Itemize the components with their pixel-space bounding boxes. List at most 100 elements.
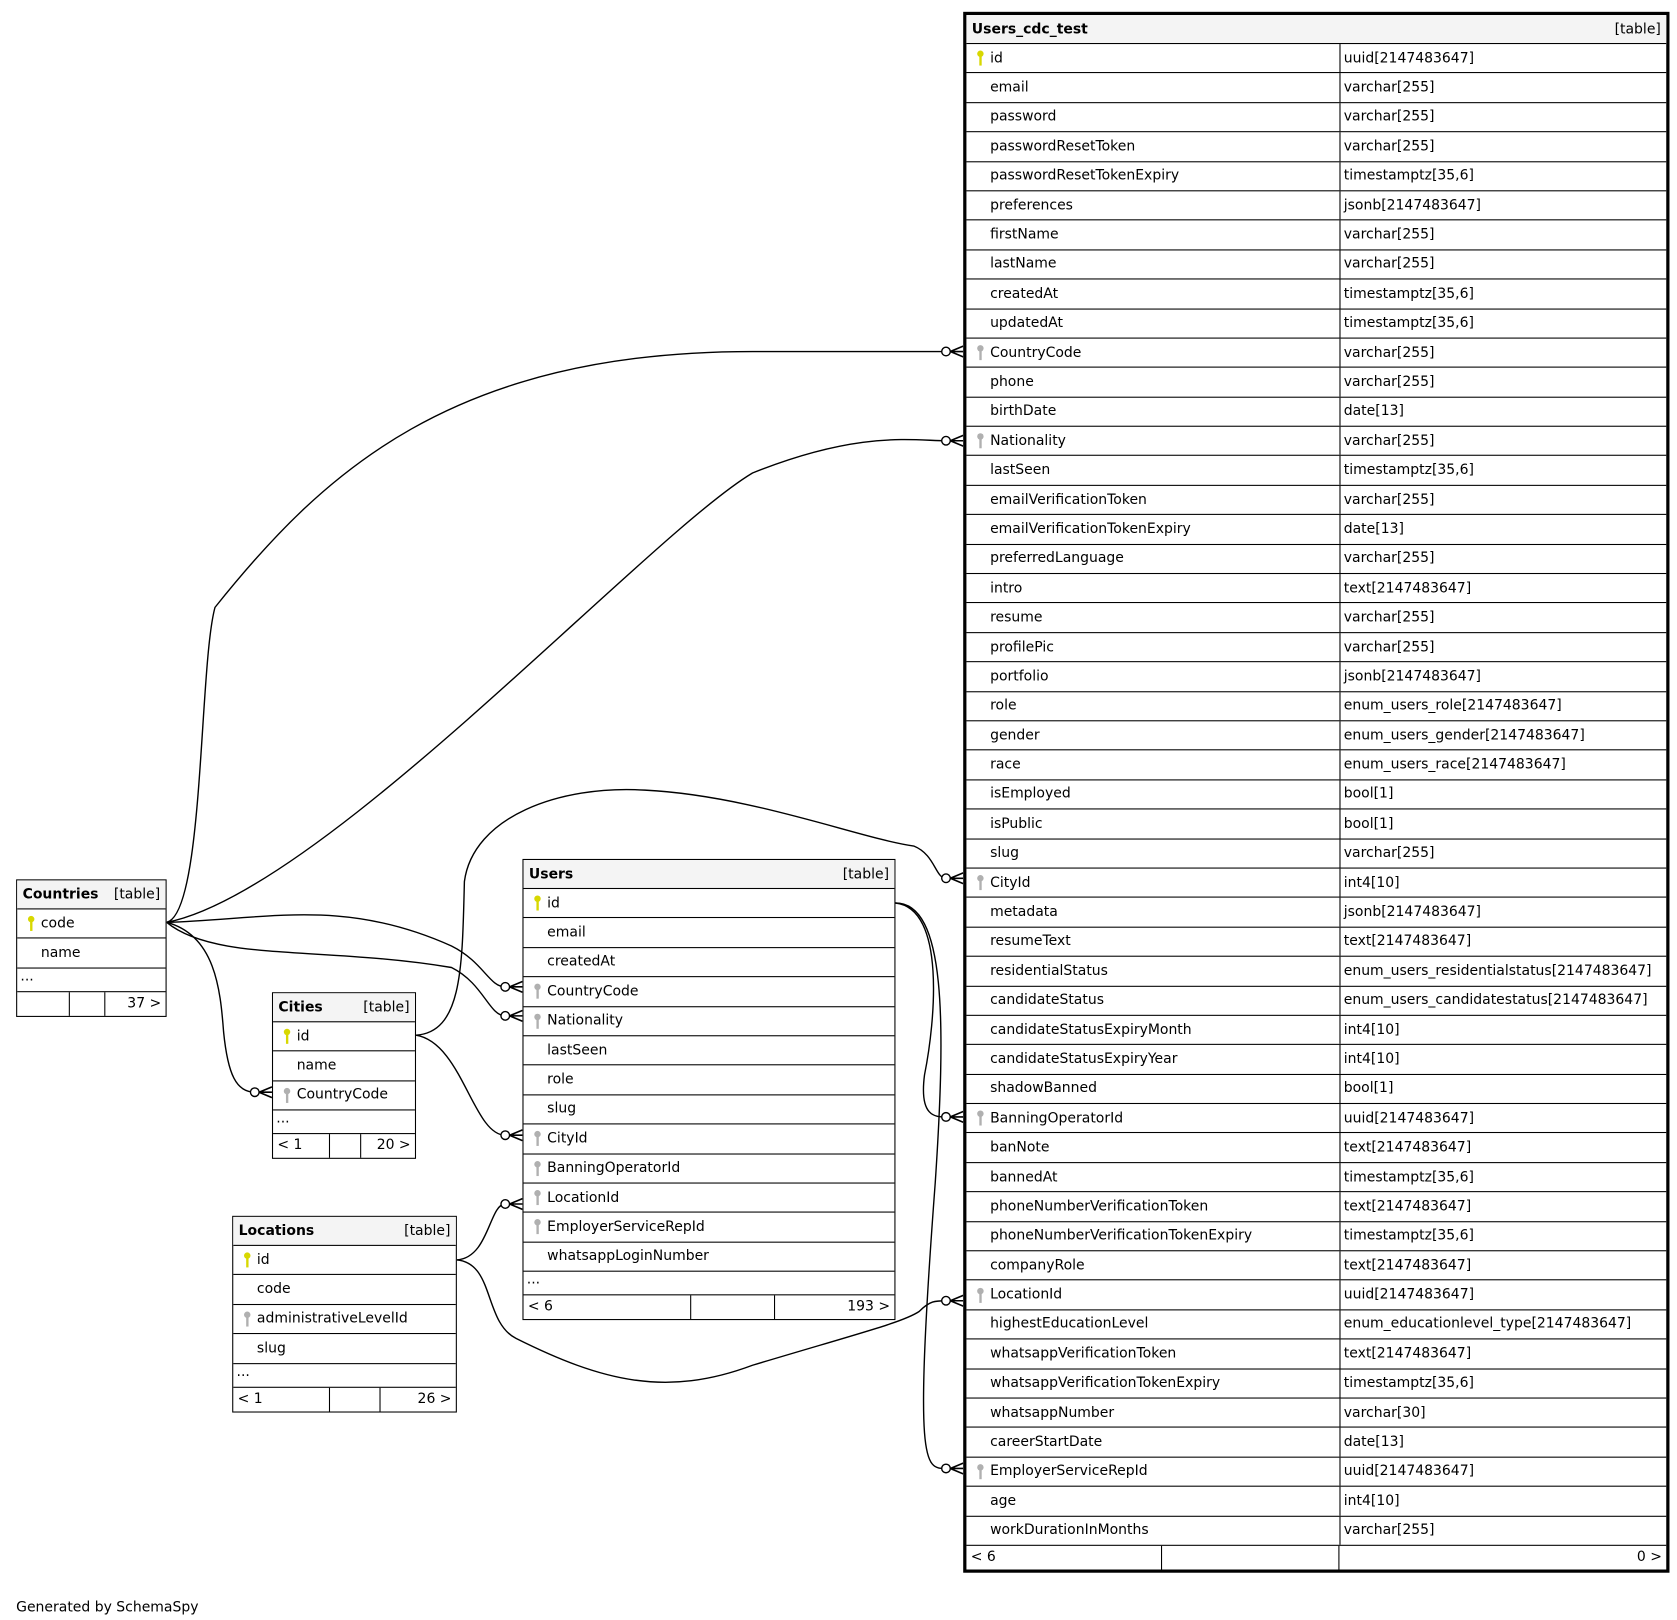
column-row[interactable]: LocationId bbox=[523, 1183, 895, 1213]
column-name: candidateStatus bbox=[990, 992, 1104, 1009]
footer-parents[interactable]: < 1 bbox=[233, 1387, 331, 1412]
column-name: password bbox=[990, 109, 1057, 126]
column-row[interactable]: lastSeen bbox=[523, 1036, 895, 1066]
column-row[interactable]: slug bbox=[233, 1334, 456, 1364]
column-row[interactable]: code bbox=[17, 909, 166, 939]
column-type: bool[1] bbox=[1339, 809, 1666, 839]
footer-children[interactable]: 193 > bbox=[847, 1298, 891, 1315]
footer-children[interactable]: 0 > bbox=[1636, 1548, 1662, 1566]
column-row[interactable]: Nationality bbox=[523, 1007, 895, 1037]
footer-children[interactable]: 20 > bbox=[376, 1137, 411, 1154]
column-row[interactable]: code bbox=[233, 1275, 456, 1305]
foreign-key-icon bbox=[528, 1160, 547, 1177]
footer-parents[interactable]: < 6 bbox=[966, 1545, 1163, 1570]
column-name: id bbox=[296, 1028, 310, 1045]
column-row[interactable]: id bbox=[523, 889, 895, 919]
column-row[interactable]: name bbox=[17, 939, 166, 969]
column-row[interactable]: role bbox=[523, 1066, 895, 1096]
footer-parents[interactable] bbox=[17, 991, 70, 1016]
column-name: residentialStatus bbox=[990, 962, 1108, 980]
column-row[interactable]: slug bbox=[523, 1095, 895, 1125]
footer-parents[interactable]: < 6 bbox=[524, 1295, 692, 1320]
column-name-cell: name bbox=[273, 1052, 337, 1080]
column-row[interactable]: CountryCode bbox=[273, 1081, 415, 1111]
footer-parents[interactable]: < 1 bbox=[273, 1134, 331, 1158]
column-row[interactable]: EmployerServiceRepId bbox=[523, 1213, 895, 1243]
column-row[interactable]: id bbox=[233, 1246, 456, 1276]
column-name-cell: banNote bbox=[966, 1134, 1339, 1162]
column-name-cell: highestEducationLevel bbox=[966, 1310, 1339, 1338]
column-row[interactable]: id bbox=[273, 1022, 415, 1052]
column-row[interactable]: name bbox=[273, 1052, 415, 1082]
column-row[interactable]: CityId bbox=[523, 1125, 895, 1155]
table-name: Users_cdc_test bbox=[971, 20, 1088, 38]
column-name-cell: emailVerificationToken bbox=[966, 486, 1339, 514]
footer-children[interactable]: 37 > bbox=[127, 995, 162, 1012]
edge-locations-to-users-locationid bbox=[456, 1197, 523, 1261]
column-row[interactable]: BanningOperatorId bbox=[523, 1154, 895, 1184]
column-row[interactable]: administrativeLevelId bbox=[233, 1305, 456, 1335]
column-row[interactable]: email bbox=[523, 918, 895, 948]
footer-children[interactable]: 26 > bbox=[417, 1390, 452, 1407]
column-row[interactable]: createdAt bbox=[523, 948, 895, 978]
column-row[interactable]: CountryCode bbox=[523, 977, 895, 1007]
column-row[interactable]: whatsappLoginNumber bbox=[523, 1242, 895, 1272]
